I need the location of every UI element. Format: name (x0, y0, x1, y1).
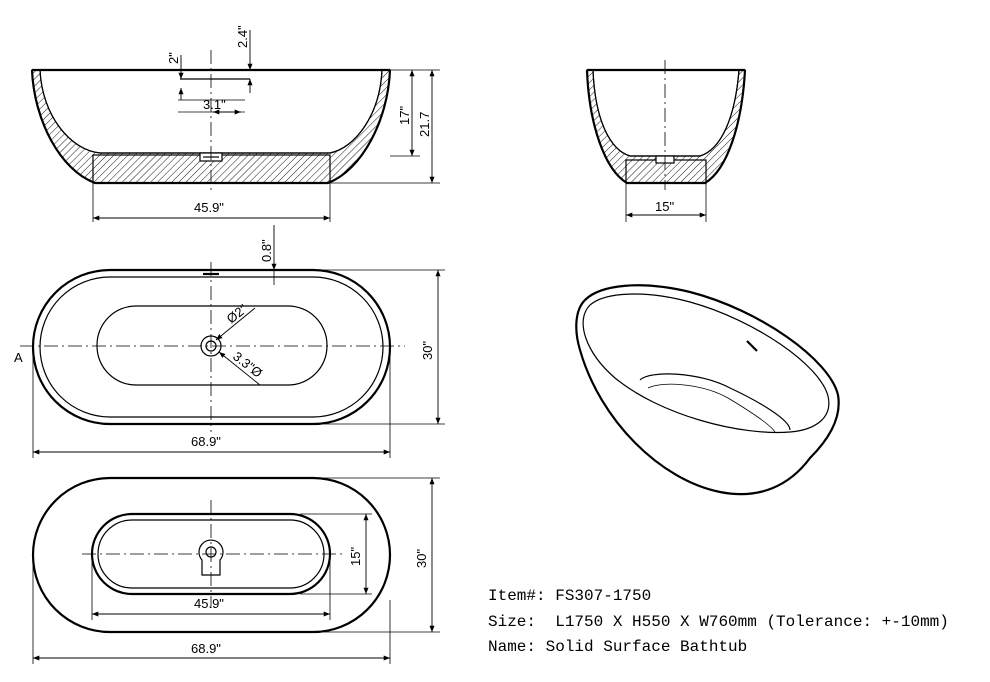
top-inner-rim (39, 276, 384, 418)
top-drain (200, 335, 222, 357)
spec-item: Item#: FS307-1750 (488, 587, 651, 605)
isometric-view (575, 284, 840, 496)
bottom-view: 15" 30" 45.9" 68.9" (31, 476, 440, 664)
bottom-drain (198, 539, 224, 576)
bottom-outer (31, 476, 392, 634)
bottom-length-label: 68.9" (191, 641, 221, 656)
top-length-label: 68.9" (191, 434, 221, 449)
overflow-height-label: 2.4" (235, 25, 250, 48)
inner-depth-label: 17" (397, 106, 412, 125)
iso-basin (639, 373, 791, 431)
front-base-length-label: 45.9" (194, 200, 224, 215)
drain-diameter-label: Ø2" (224, 301, 251, 327)
iso-overflow (746, 340, 758, 352)
spec-name: Name: Solid Surface Bathtub (488, 638, 747, 656)
outer-drain-diameter-label: 3.3"Ø (230, 349, 265, 381)
bottom-base-length-label: 45.9" (194, 596, 224, 611)
side-base-width-label: 15" (655, 199, 674, 214)
bottom-base-width-label: 15" (348, 547, 363, 566)
top-width-label: 30" (420, 341, 435, 360)
overflow-offset-label: 2" (166, 52, 181, 64)
iso-rim (582, 293, 830, 434)
side-section-view: 15" (585, 60, 747, 222)
total-height-label: 21.7 (417, 112, 432, 137)
rim-offset-label: 0.8" (259, 239, 274, 262)
section-marker: A (14, 350, 23, 365)
overflow-width-label: 3.1" (203, 97, 226, 112)
top-basin-floor (96, 305, 328, 386)
spec-block: Item#: FS307-1750 Size: L1750 X H550 X W… (488, 587, 949, 656)
bottom-width-label: 30" (414, 549, 429, 568)
top-outer-rim (31, 268, 392, 426)
front-section-view: 2" 2.4" 3.1" 17" 21.7 45.9" (30, 25, 440, 222)
iso-outer-shell (575, 284, 840, 496)
spec-size: Size: L1750 X H550 X W760mm (Tolerance: … (488, 613, 949, 631)
top-view: A Ø2" 3.3"Ø 0.8" 30" 68.9" (14, 225, 445, 458)
